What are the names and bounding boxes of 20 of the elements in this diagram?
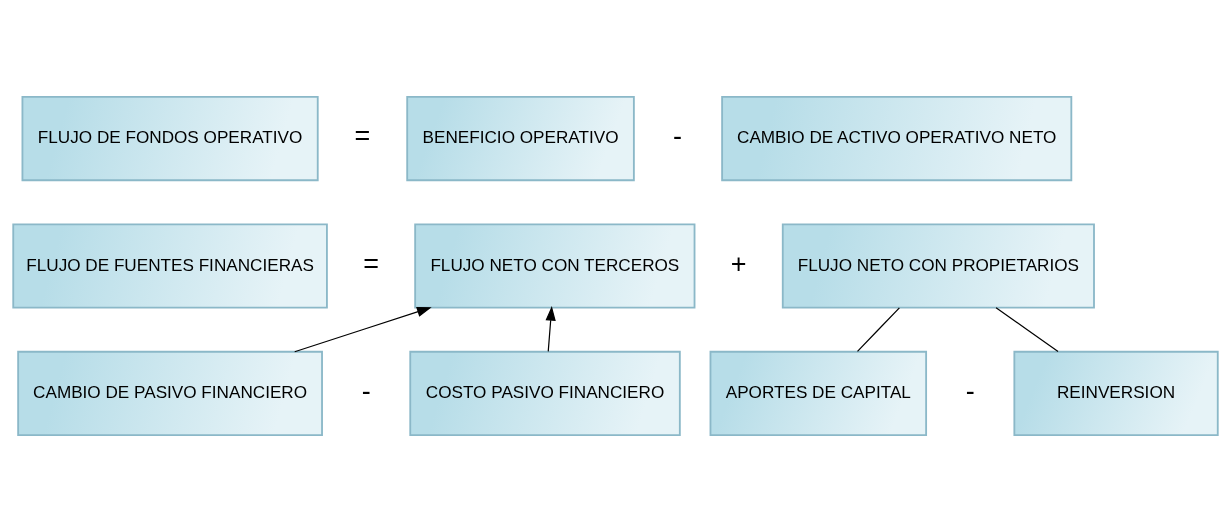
label: - [965, 375, 975, 406]
node-box: FLUJO NETO CON PROPIETARIOS [781, 222, 1095, 309]
node-box: BENEFICIO OPERATIVO [406, 95, 635, 181]
label: - [672, 120, 682, 151]
label: = [354, 120, 371, 151]
node-box: CAMBIO DE PASIVO FINANCIERO [17, 350, 323, 436]
label: + [730, 248, 747, 279]
node-box: FLUJO DE FONDOS OPERATIVO [21, 95, 319, 181]
arrow [294, 306, 432, 352]
arrow [545, 305, 556, 352]
label: = [363, 248, 379, 279]
node-box: CAMBIO DE ACTIVO OPERATIVO NETO [721, 95, 1073, 181]
node-box: COSTO PASIVO FINANCIERO [409, 350, 681, 436]
node-box: APORTES DE CAPITAL [709, 350, 928, 436]
label: - [361, 375, 371, 406]
node-box: FLUJO NETO CON TERCEROS [414, 222, 696, 309]
node-box: FLUJO DE FUENTES FINANCIERAS [12, 222, 328, 309]
node-box: REINVERSION [1013, 350, 1219, 436]
connector [856, 306, 900, 352]
connector [995, 306, 1059, 352]
